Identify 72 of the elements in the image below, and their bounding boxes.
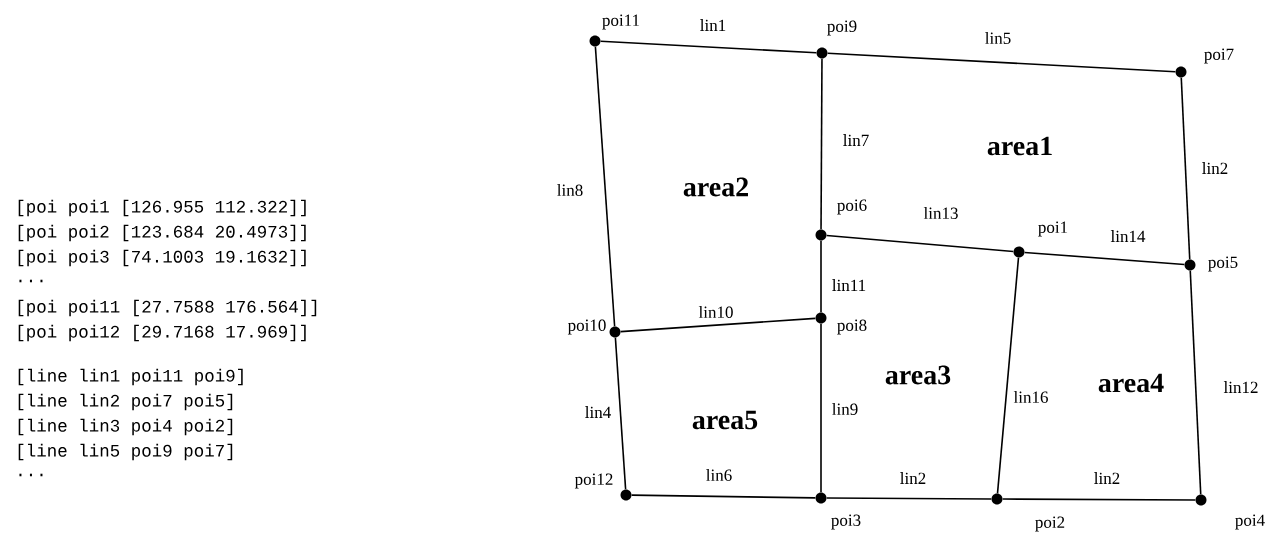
line-label: lin16 <box>1013 391 1048 403</box>
point-marker <box>1175 66 1187 78</box>
point-label: poi9 <box>827 20 857 36</box>
area-label: area1 <box>987 136 1052 156</box>
code-line: [poi poi12 [29.7168 17.969]] <box>18 324 306 342</box>
line-segment <box>820 322 822 494</box>
area-label: area4 <box>1098 373 1164 393</box>
line-segment <box>630 494 817 499</box>
line-segment <box>825 234 1015 253</box>
line-segment <box>1023 251 1186 266</box>
code-line: [poi poi11 [27.7588 176.564]] <box>18 299 317 317</box>
point-label: poi7 <box>1204 48 1234 64</box>
point-marker <box>1013 246 1025 258</box>
line-label: lin5 <box>985 32 1011 44</box>
line-segment <box>614 336 627 491</box>
line-label: lin6 <box>706 469 732 481</box>
code-line: [poi poi2 [123.684 20.4973]] <box>18 224 306 242</box>
line-label: lin2 <box>1202 162 1228 174</box>
code-line: [poi poi3 [74.1003 19.1632]] <box>18 249 306 267</box>
point-label: poi6 <box>837 199 867 215</box>
line-segment <box>1180 76 1191 261</box>
point-marker <box>620 489 632 501</box>
point-label: poi3 <box>831 514 861 530</box>
point-marker <box>609 326 621 338</box>
point-label: poi10 <box>567 319 606 335</box>
code-line: [line lin3 poi4 poi2] <box>18 418 233 436</box>
line-segment <box>599 40 818 54</box>
point-label: poi8 <box>837 319 867 335</box>
line-label: lin2 <box>900 472 926 484</box>
code-line: [poi poi1 [126.955 112.322]] <box>18 199 306 217</box>
point-label: poi1 <box>1038 221 1068 237</box>
line-label: lin11 <box>832 279 866 291</box>
line-segment <box>996 256 1020 495</box>
point-label: poi4 <box>1235 514 1265 530</box>
code-line: [line lin5 poi9 poi7] <box>18 443 233 461</box>
point-marker <box>1184 259 1196 271</box>
point-marker <box>815 492 827 504</box>
point-marker <box>1195 494 1207 506</box>
point-label: poi11 <box>602 14 640 30</box>
line-segment <box>594 45 616 328</box>
line-label: lin7 <box>843 134 869 146</box>
point-marker <box>589 35 601 47</box>
area-label: area2 <box>683 177 748 197</box>
line-label: lin14 <box>1110 230 1146 242</box>
point-marker <box>991 493 1003 505</box>
code-line: [line lin2 poi7 poi5] <box>18 393 233 411</box>
code-line: [line lin1 poi11 poi9] <box>18 368 243 386</box>
point-label: poi2 <box>1035 516 1065 532</box>
line-segment <box>826 52 1177 73</box>
line-label: lin13 <box>923 207 958 219</box>
point-marker <box>816 47 828 59</box>
area-label: area5 <box>692 410 758 430</box>
line-label: lin10 <box>698 306 733 318</box>
line-label: lin9 <box>832 403 858 415</box>
area-label: area3 <box>885 365 951 385</box>
line-label: lin12 <box>1223 381 1258 393</box>
line-segment <box>820 239 822 314</box>
line-segment <box>1001 498 1197 501</box>
line-segment <box>825 497 993 500</box>
point-label: poi5 <box>1208 256 1238 272</box>
point-label: poi12 <box>574 473 613 489</box>
line-segment <box>820 57 823 231</box>
line-label: lin1 <box>700 19 726 31</box>
point-marker <box>815 229 827 241</box>
code-line: ... <box>19 473 43 477</box>
line-label: lin8 <box>557 184 583 196</box>
line-label: lin2 <box>1094 472 1120 484</box>
point-marker <box>815 312 827 324</box>
line-segment <box>1189 269 1202 496</box>
line-segment <box>619 317 817 333</box>
line-label: lin4 <box>585 406 611 418</box>
code-line: ... <box>19 279 43 283</box>
